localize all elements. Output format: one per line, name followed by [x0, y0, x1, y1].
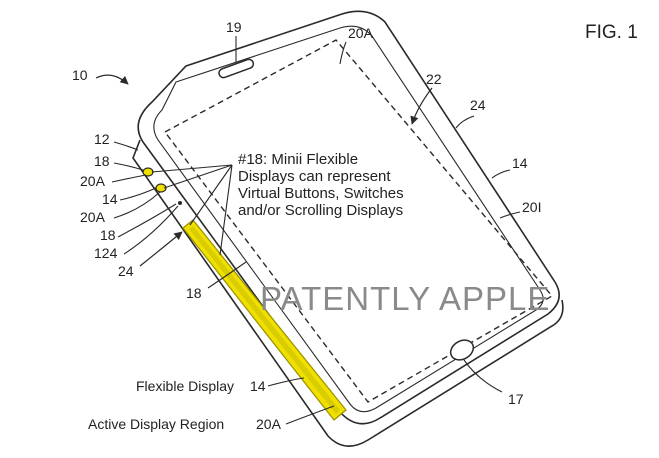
ref-20a-b: 20A — [80, 209, 106, 225]
ref-124: 124 — [94, 245, 118, 261]
ref-18-c: 18 — [186, 285, 202, 301]
leader-active-region — [285, 405, 335, 425]
ref-18-b: 18 — [100, 227, 116, 243]
annotation-line-4: and/or Scrolling Displays — [238, 202, 403, 219]
home-button — [449, 339, 475, 361]
annotation-line-2: Displays can represent — [238, 168, 391, 185]
ref-14-a: 14 — [102, 191, 118, 207]
leader-20a-top — [339, 41, 347, 65]
caption-active-region: Active Display Region — [88, 416, 224, 432]
leader-20a-a — [111, 174, 147, 183]
leader-18b — [117, 203, 177, 238]
leader-ann-2 — [163, 164, 233, 189]
ref-20i: 20I — [522, 199, 541, 215]
ref-24-left: 24 — [118, 263, 134, 279]
leader-20a-b — [113, 191, 161, 219]
annotation-line-1: #18: Minii Flexible — [238, 151, 358, 168]
arrow-22 — [410, 87, 433, 125]
ref-20a-a: 20A — [80, 173, 106, 189]
leader-14a — [119, 187, 157, 201]
leader-12 — [113, 141, 139, 151]
active-display-region — [163, 39, 554, 403]
leader-18a — [113, 162, 144, 171]
ref-14-right: 14 — [512, 155, 528, 171]
annotation-line-3: Virtual Buttons, Switches — [238, 185, 404, 202]
ref-22: 22 — [426, 71, 442, 87]
leader-ann-4 — [219, 164, 233, 256]
ref-17: 17 — [508, 391, 524, 407]
ref-24-right: 24 — [470, 97, 486, 113]
side-port-dot — [178, 201, 182, 205]
leader-20i — [499, 211, 521, 219]
leader-flexible-display — [267, 377, 305, 387]
leader-ann-1 — [151, 164, 233, 173]
ref-10: 10 — [72, 67, 88, 83]
device-top-face — [137, 10, 560, 425]
caption-flexible-display-num: 14 — [250, 378, 266, 394]
arrow-24-left — [139, 231, 183, 267]
ref-18-a: 18 — [94, 153, 110, 169]
ref-19: 19 — [226, 19, 242, 35]
figure-label: FIG. 1 — [585, 22, 638, 43]
ref-20a-top: 20A — [348, 25, 374, 41]
flexible-display-strip-inner — [189, 226, 340, 414]
speaker-slot — [218, 58, 255, 79]
leader-ann-3 — [189, 164, 233, 226]
arrow-10 — [95, 74, 129, 85]
leader-124 — [123, 205, 179, 255]
ref-12: 12 — [94, 131, 110, 147]
leader-24-right — [455, 115, 475, 129]
leader-14-right — [491, 169, 511, 179]
leader-17 — [463, 359, 503, 393]
device-side-edge — [132, 139, 564, 447]
leader-18c — [207, 261, 247, 289]
caption-flexible-display: Flexible Display — [136, 378, 234, 394]
caption-active-region-num: 20A — [256, 416, 282, 432]
watermark: PATENTLY APPLE — [260, 280, 550, 317]
